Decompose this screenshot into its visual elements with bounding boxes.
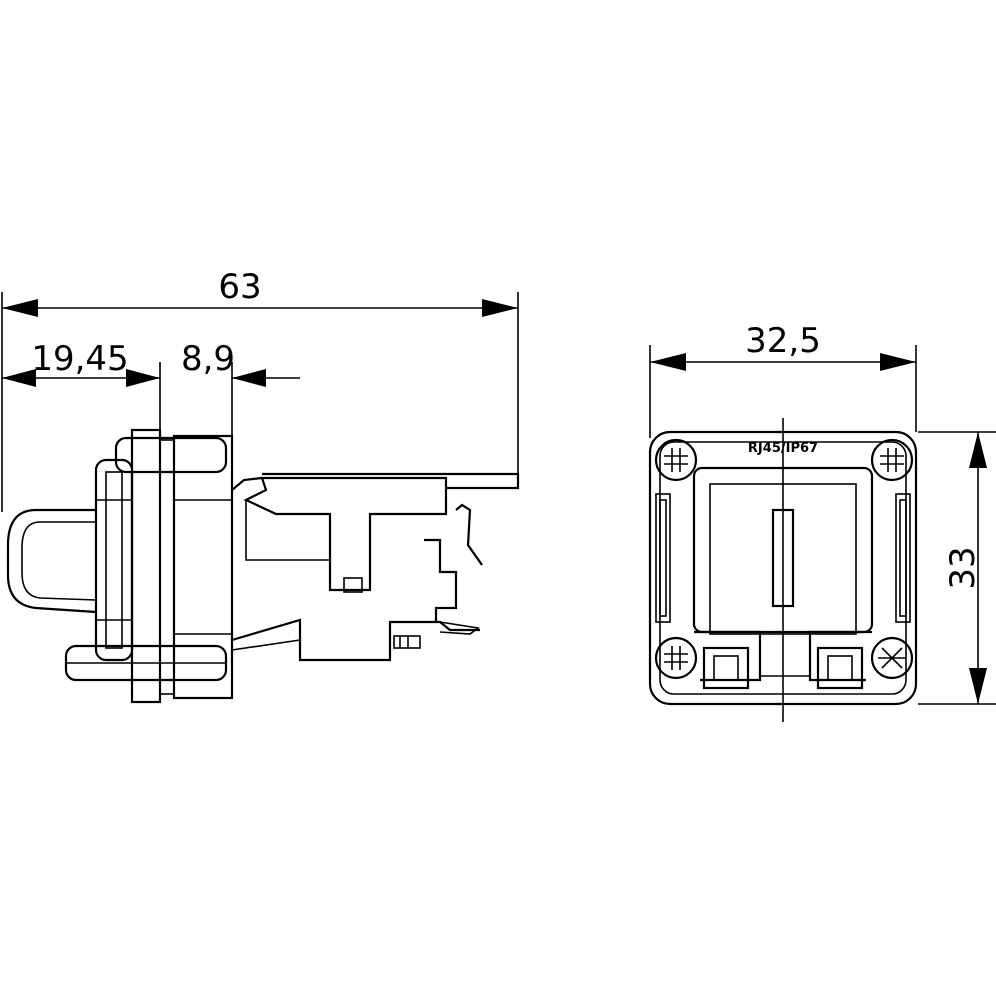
dimension-flange-thickness: 8,9: [181, 339, 300, 440]
front-view: 32,5 33: [648, 321, 996, 722]
insert-body: [231, 476, 448, 592]
side-slot-right: [895, 493, 911, 623]
flange-rear: [172, 434, 234, 700]
side-slot-left: [655, 493, 671, 623]
dim-width: 32,5: [745, 321, 821, 361]
dimension-front-offset: 19,45: [2, 339, 161, 440]
screw-top: [114, 436, 228, 474]
screw-icon: [870, 438, 914, 482]
flange-front: [130, 428, 162, 704]
side-view: 63 19,45 8,9: [1, 267, 520, 704]
product-label: RJ45/IP67: [748, 441, 818, 456]
latch-upper: [455, 503, 483, 566]
dimension-overall-length: 63: [1, 267, 519, 512]
latch-window-right: [816, 646, 864, 690]
screw-icon: [654, 438, 698, 482]
dim-overall-length: 63: [218, 267, 261, 307]
latch-window-left: [702, 646, 750, 690]
latch-lower: [424, 538, 458, 622]
dim-front-offset: 19,45: [31, 339, 128, 379]
front-cap: [94, 458, 134, 662]
screw-icon: [870, 636, 914, 680]
dim-flange-thickness: 8,9: [181, 339, 235, 379]
dimension-width: 32,5: [649, 321, 917, 438]
dim-height: 33: [943, 546, 983, 589]
cap-strap: [6, 508, 97, 614]
screw-icon: [654, 636, 698, 680]
dimension-height: 33: [918, 431, 996, 705]
center-key: [771, 508, 795, 608]
